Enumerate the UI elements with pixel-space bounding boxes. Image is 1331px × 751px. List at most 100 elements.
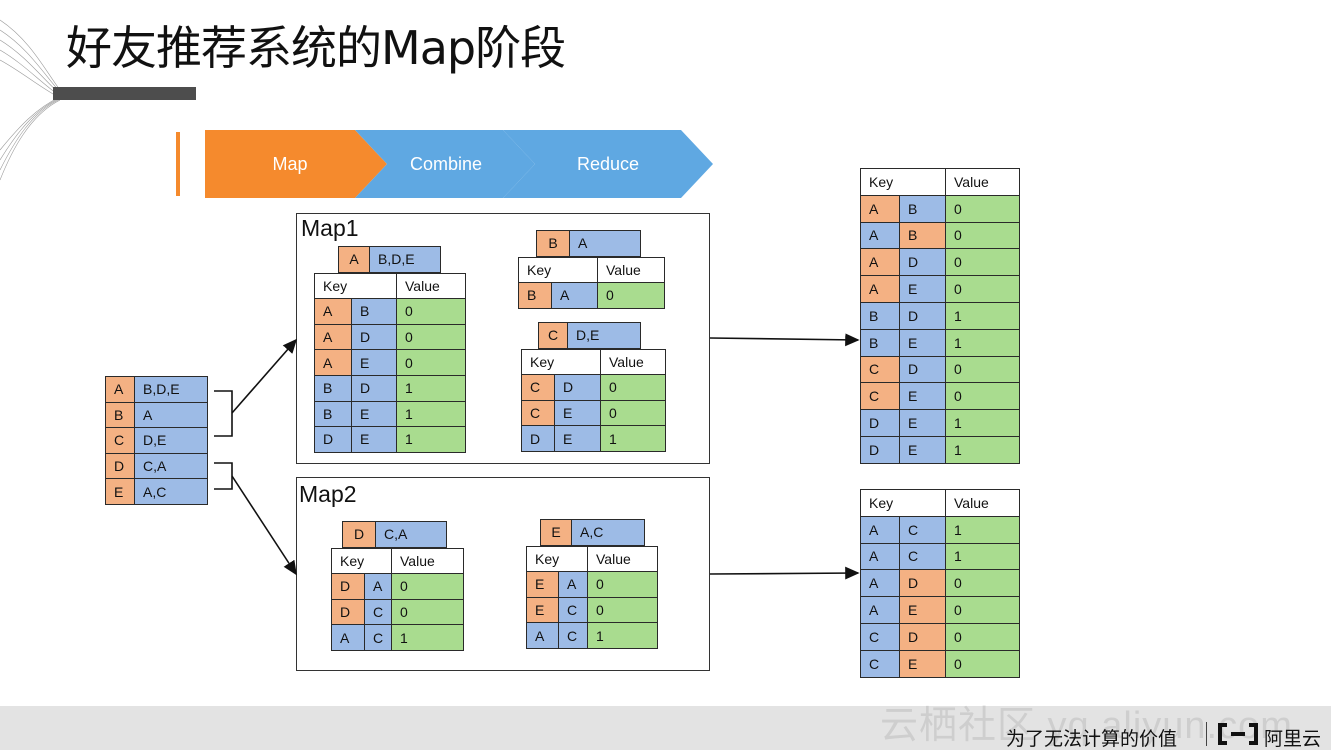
row-key2-cell: D (351, 323, 397, 351)
table-head-value: B,D,E (369, 246, 441, 273)
row-key1-cell: D (521, 425, 555, 452)
output-key1-cell: A (860, 569, 900, 598)
row-value-cell: 0 (391, 598, 464, 626)
output-key2-cell: D (899, 302, 946, 330)
row-key1-cell: E (526, 596, 559, 624)
output-value-cell: 0 (945, 221, 1020, 250)
arrow-to-map2 (231, 475, 297, 576)
output-value-cell: 0 (945, 382, 1020, 411)
output-value-cell: 0 (945, 649, 1020, 678)
output-key2-cell: E (899, 596, 946, 624)
map1-label: Map1 (301, 215, 359, 241)
column-value-header: Value (396, 272, 466, 300)
row-key2-cell: A (551, 282, 598, 309)
row-key2-cell: D (554, 374, 601, 401)
process-flow (205, 130, 713, 198)
output-key2-cell: B (899, 194, 946, 223)
output-key2-cell: E (899, 649, 946, 678)
output-key2-cell: E (899, 436, 946, 464)
footer-bar (0, 706, 1331, 750)
row-value-cell: 0 (587, 596, 658, 624)
arrow-to-map1 (231, 338, 298, 414)
row-key1-cell: A (526, 622, 559, 649)
row-key1-cell: C (521, 374, 555, 401)
column-value-header: Value (587, 545, 658, 573)
footer-slogan: 为了无法计算的价值 (1006, 728, 1178, 750)
output-key1-cell: D (860, 409, 900, 437)
step-map-shape (205, 130, 387, 198)
input-key-cell: B (105, 401, 135, 429)
input-value-cell: D,E (134, 427, 208, 454)
row-key2-cell: C (558, 622, 588, 649)
aliyun-logo-icon (1218, 723, 1258, 745)
row-value-cell: 1 (587, 622, 658, 649)
output-key1-cell: B (860, 302, 900, 330)
table-head-value: D,E (567, 322, 641, 349)
output-key2-cell: E (899, 328, 946, 357)
column-value-header: Value (597, 256, 665, 284)
row-value-cell: 0 (587, 571, 658, 598)
footer-divider (1206, 722, 1207, 746)
step-map-label: Map (272, 154, 308, 174)
output-key1-cell: A (860, 596, 900, 624)
row-value-cell: 0 (597, 282, 665, 309)
row-key1-cell: A (331, 624, 365, 651)
table-head-key: D (342, 521, 376, 548)
row-key2-cell: D (351, 375, 397, 402)
table-head-key: B (536, 230, 570, 257)
table-head-key: A (338, 246, 370, 273)
output-key2-cell: C (899, 515, 946, 544)
row-key1-cell: E (526, 571, 559, 598)
column-key-header: Key (518, 256, 598, 284)
input-value-cell: A,C (134, 478, 208, 505)
title-underline-bar (53, 87, 196, 100)
output-value-cell: 1 (945, 436, 1020, 464)
output-key2-cell: D (899, 623, 946, 651)
output-value-cell: 1 (945, 542, 1020, 571)
output-key-header: Key (860, 489, 946, 517)
row-value-cell: 0 (391, 573, 464, 600)
output-value-cell: 0 (945, 596, 1020, 624)
output-value-cell: 0 (945, 248, 1020, 277)
output-value-header: Value (945, 168, 1020, 196)
row-key1-cell: B (518, 282, 552, 309)
output-key1-cell: A (860, 221, 900, 250)
arrow-map1-output (709, 333, 860, 347)
bracket-group2 (214, 462, 233, 490)
map2-label: Map2 (299, 481, 357, 507)
output-key2-cell: D (899, 569, 946, 598)
output-key1-cell: A (860, 275, 900, 303)
row-key2-cell: E (554, 425, 601, 452)
flow-accent-bar (176, 132, 180, 196)
table-head-value: A,C (571, 519, 645, 546)
output-value-cell: 1 (945, 515, 1020, 544)
output-key1-cell: A (860, 515, 900, 544)
step-reduce-shape (503, 130, 713, 198)
output-key1-cell: C (860, 649, 900, 678)
bracket-group1 (214, 390, 233, 437)
arrow-map2-output (709, 566, 860, 580)
step-reduce-label: Reduce (576, 154, 640, 174)
table-head-value: A (569, 230, 641, 257)
output-key1-cell: C (860, 355, 900, 384)
row-key2-cell: B (351, 298, 397, 325)
row-value-cell: 1 (396, 426, 466, 453)
row-value-cell: 1 (396, 400, 466, 428)
row-key1-cell: D (314, 426, 352, 453)
step-combine-shape (355, 130, 535, 198)
page-title: 好友推荐系统的Map阶段 (66, 21, 566, 75)
output-value-cell: 1 (945, 409, 1020, 437)
column-key-header: Key (314, 272, 397, 300)
row-value-cell: 1 (600, 425, 666, 452)
decorative-swirl (0, 19, 60, 181)
output-value-cell: 0 (945, 275, 1020, 303)
input-key-cell: A (105, 376, 135, 403)
row-key2-cell: E (351, 426, 397, 453)
row-value-cell: 1 (391, 624, 464, 651)
output-value-cell: 0 (945, 355, 1020, 384)
row-key1-cell: B (314, 375, 352, 402)
step-combine-label: Combine (409, 154, 483, 174)
input-value-cell: A (134, 401, 208, 429)
footer-brand: 阿里云 (1264, 728, 1322, 750)
